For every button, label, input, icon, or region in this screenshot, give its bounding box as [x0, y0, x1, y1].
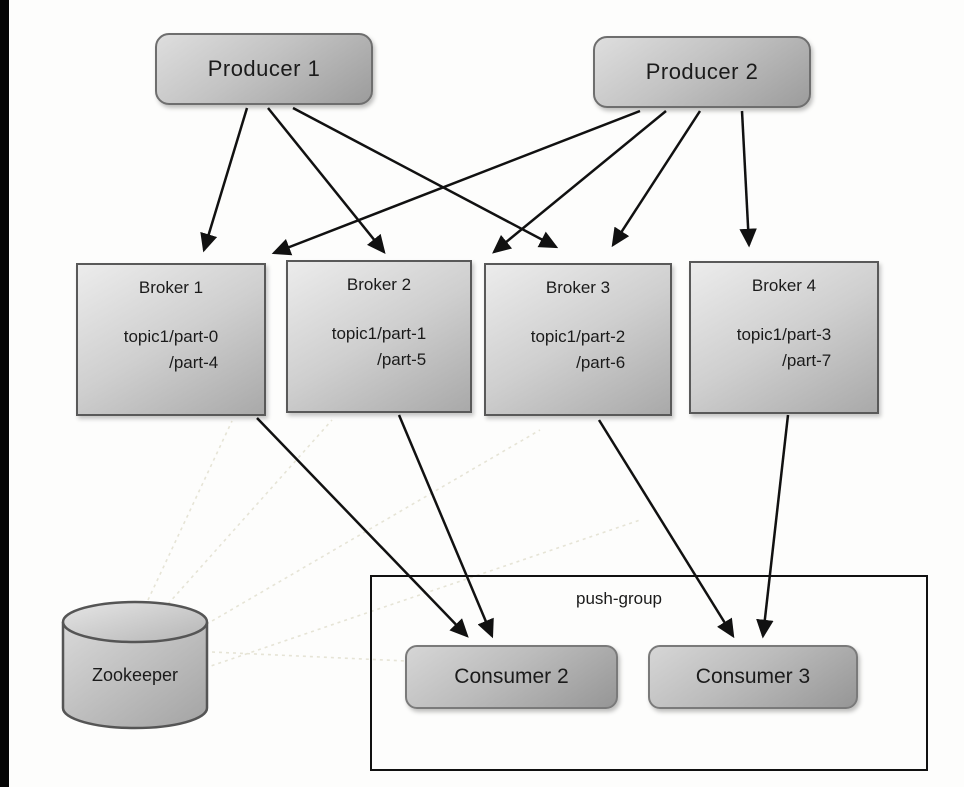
zookeeper-label: Zookeeper [91, 665, 179, 685]
zookeeper-node: Zookeeper [55, 597, 215, 735]
broker-2-topics: topic1/part-1 /part-5 [332, 321, 427, 374]
broker-2-label: Broker 2 [346, 275, 412, 294]
scan-edge-strip [0, 0, 9, 787]
broker-3-label: Broker 3 [545, 278, 611, 297]
broker-3-topics: topic1/part-2 /part-6 [531, 324, 626, 377]
broker-4-topic-line: topic1/part-3 [736, 325, 832, 344]
broker-3-part-line: /part-6 [576, 353, 626, 373]
broker-2-node: Broker 2 topic1/part-1 /part-5 [286, 260, 472, 413]
producer-1-node: Producer 1 [155, 33, 373, 105]
producer-2-label: Producer 2 [645, 59, 759, 84]
broker-4-label: Broker 4 [751, 276, 817, 295]
producer-broker-arrows [200, 106, 757, 256]
broker-1-part-line: /part-4 [169, 353, 219, 373]
broker-3-topic-line: topic1/part-2 [530, 327, 626, 346]
broker-4-node: Broker 4 topic1/part-3 /part-7 [689, 261, 879, 414]
producer-1-label: Producer 1 [207, 56, 321, 81]
broker-1-topics: topic1/part-0 /part-4 [124, 324, 219, 377]
broker-3-node: Broker 3 topic1/part-2 /part-6 [484, 263, 672, 416]
broker-1-node: Broker 1 topic1/part-0 /part-4 [76, 263, 266, 416]
broker-4-part-line: /part-7 [782, 351, 832, 371]
broker-1-label: Broker 1 [138, 278, 204, 297]
consumer-2-node: Consumer 2 [405, 645, 618, 709]
broker-2-part-line: /part-5 [377, 350, 427, 370]
consumer-2-label: Consumer 2 [454, 665, 569, 688]
push-group-label: push-group [575, 589, 662, 608]
consumer-3-label: Consumer 3 [695, 665, 811, 688]
broker-4-topics: topic1/part-3 /part-7 [737, 322, 832, 375]
producer-2-node: Producer 2 [593, 36, 811, 108]
push-group-box: push-group [370, 575, 928, 771]
broker-1-topic-line: topic1/part-0 [123, 327, 219, 346]
consumer-3-node: Consumer 3 [648, 645, 858, 709]
broker-2-topic-line: topic1/part-1 [331, 324, 427, 343]
